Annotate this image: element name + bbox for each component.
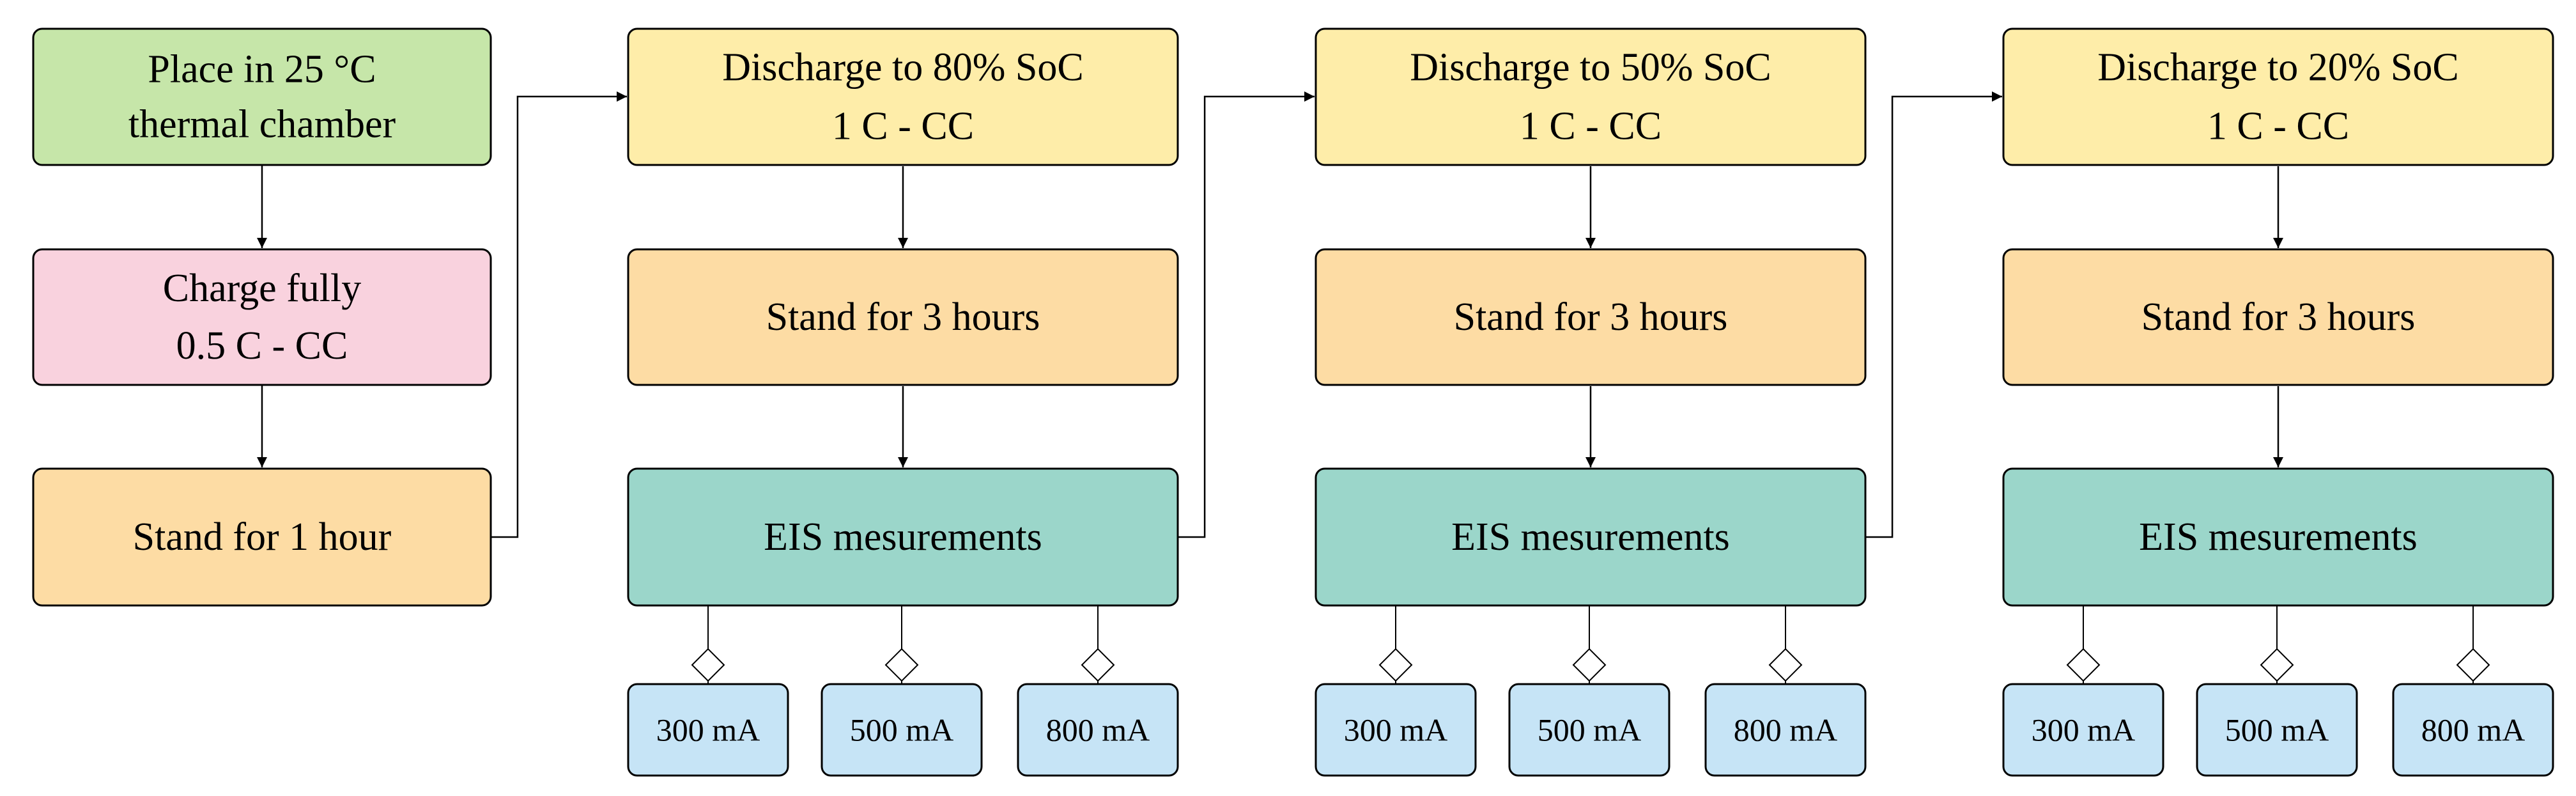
stage-2-current-2-box: 500 mA — [1508, 683, 1670, 777]
stage-2-current-3-box-shape — [1704, 683, 1867, 777]
stand-1-hour-box: Stand for 1 hour — [32, 467, 492, 607]
stage-1-current-1-box-label-1: 300 mA — [656, 712, 760, 748]
stage-3-current-1-box-label-1: 300 mA — [2032, 712, 2136, 748]
stage-1-current-diamond-3 — [1081, 648, 1115, 682]
stage-2-discharge-box-label-1: Discharge to 50% SoC — [1410, 46, 1771, 90]
stage-3-current-1-box-shape — [2002, 683, 2164, 777]
stage-1-current-diamond-2 — [884, 648, 919, 682]
stage-3-current-3-box: 800 mA — [2392, 683, 2554, 777]
charge-fully-box-label-2: 0.5 C - CC — [176, 324, 348, 368]
stage-3-discharge-box: Discharge to 20% SoC 1 C - CC — [2002, 27, 2554, 166]
stage-1-eis-box-label-1: EIS mesurements — [764, 515, 1042, 559]
stage-2-eis-box-label-1: EIS mesurements — [1451, 515, 1730, 559]
stage-2-current-3-box: 800 mA — [1704, 683, 1867, 777]
stage-2-eis-box-shape — [1315, 467, 1867, 607]
stage-2-stand-box: Stand for 3 hours — [1315, 248, 1867, 386]
charge-fully-box-label-1: Charge fully — [163, 267, 362, 310]
place-chamber-box-shape — [32, 27, 492, 166]
stage-1-discharge-box-label-1: Discharge to 80% SoC — [722, 46, 1083, 90]
stand-1-hour-box-shape — [32, 467, 492, 607]
stage-3-discharge-box-label-1: Discharge to 20% SoC — [2097, 46, 2458, 90]
stage-1-current-3-box-shape — [1017, 683, 1179, 777]
stage-1-discharge-box-shape — [627, 27, 1179, 166]
stage-1-stand-box-shape — [627, 248, 1179, 386]
stage-2-current-2-box-label-1: 500 mA — [1538, 712, 1642, 748]
stage-1-eis-box-shape — [627, 467, 1179, 607]
stage-1-current-1-box: 300 mA — [627, 683, 789, 777]
place-chamber-box-label-1: Place in 25 °C — [148, 48, 376, 91]
stage-1-current-2-box-shape — [821, 683, 983, 777]
stage-3-arrow-into-discharge — [1865, 91, 2002, 538]
stage-1-arrow-into-discharge — [491, 91, 627, 538]
stage-2-current-diamond-1 — [1378, 648, 1413, 682]
stage-2-current-1-box-label-1: 300 mA — [1344, 712, 1448, 748]
place-chamber-box-label-2: thermal chamber — [128, 103, 396, 146]
stage-3-eis-box-label-1: EIS mesurements — [2139, 515, 2418, 559]
stage-3-current-diamond-2 — [2260, 648, 2294, 682]
stage-3-discharge-box-shape — [2002, 27, 2554, 166]
stage-3-eis-box-shape — [2002, 467, 2554, 607]
stage-2-discharge-box: Discharge to 50% SoC 1 C - CC — [1315, 27, 1867, 166]
stage-3-stand-box-label-1: Stand for 3 hours — [2141, 295, 2416, 339]
stage-1-eis-box: EIS mesurements — [627, 467, 1179, 607]
stage-2-discharge-box-shape — [1315, 27, 1867, 166]
stage-3-stand-box: Stand for 3 hours — [2002, 248, 2554, 386]
stage-3-current-1-box: 300 mA — [2002, 683, 2164, 777]
stage-2-current-3-box-label-1: 800 mA — [1734, 712, 1838, 748]
stage-1-current-2-box-label-1: 500 mA — [850, 712, 954, 748]
stage-3-current-3-box-label-1: 800 mA — [2421, 712, 2526, 748]
stage-3-current-2-box: 500 mA — [2196, 683, 2358, 777]
stage-1-current-2-box: 500 mA — [821, 683, 983, 777]
stage-2-discharge-box-label-2: 1 C - CC — [1520, 105, 1662, 148]
stage-2-current-diamond-2 — [1572, 648, 1607, 682]
stage-3-eis-box: EIS mesurements — [2002, 467, 2554, 607]
stage-2-eis-box: EIS mesurements — [1315, 467, 1867, 607]
stage-2-current-diamond-3 — [1768, 648, 1803, 682]
stage-1-current-3-box-label-1: 800 mA — [1046, 712, 1150, 748]
stage-3-current-2-box-label-1: 500 mA — [2225, 712, 2329, 748]
stage-2-current-2-box-shape — [1508, 683, 1670, 777]
stage-1-stand-box-label-1: Stand for 3 hours — [766, 295, 1040, 339]
stage-3-current-2-box-shape — [2196, 683, 2358, 777]
stage-1-stand-box: Stand for 3 hours — [627, 248, 1179, 386]
stage-2-arrow-into-discharge — [1178, 91, 1315, 538]
stage-1-discharge-box-label-2: 1 C - CC — [832, 105, 974, 148]
stage-2-stand-box-shape — [1315, 248, 1867, 386]
stage-1-current-3-box: 800 mA — [1017, 683, 1179, 777]
stage-3-stand-box-shape — [2002, 248, 2554, 386]
place-chamber-box: Place in 25 °C thermal chamber — [32, 27, 492, 166]
connectors — [257, 91, 2490, 684]
stage-2-current-1-box-shape — [1315, 683, 1477, 777]
stage-2-current-1-box: 300 mA — [1315, 683, 1477, 777]
stage-1-current-diamond-1 — [691, 648, 725, 682]
stage-3-current-diamond-3 — [2456, 648, 2490, 682]
charge-fully-box-shape — [32, 248, 492, 386]
stage-3-current-diamond-1 — [2066, 648, 2101, 682]
stage-1-current-1-box-shape — [627, 683, 789, 777]
charge-fully-box: Charge fully 0.5 C - CC — [32, 248, 492, 386]
stage-2-stand-box-label-1: Stand for 3 hours — [1454, 295, 1728, 339]
stage-1-discharge-box: Discharge to 80% SoC 1 C - CC — [627, 27, 1179, 166]
stand-1-hour-box-label-1: Stand for 1 hour — [133, 515, 392, 559]
stage-3-current-3-box-shape — [2392, 683, 2554, 777]
stage-3-discharge-box-label-2: 1 C - CC — [2207, 105, 2349, 148]
